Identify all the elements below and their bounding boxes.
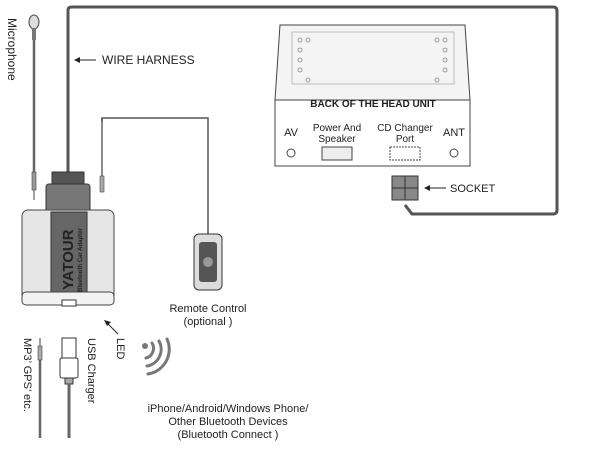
power-speaker-port-icon (321, 146, 353, 161)
bluetooth-adapter (21, 118, 115, 307)
socket-arrow-icon (424, 185, 446, 191)
led-arrow-icon (104, 320, 119, 335)
microphone-label: Microphone (5, 18, 19, 81)
device-brand-logo: YATOUR (60, 229, 77, 290)
usb-cable-icon (59, 337, 79, 438)
remote-control[interactable] (193, 233, 223, 291)
aux-cable-icon (37, 338, 43, 438)
cd-changer-label-1: CD Changer (377, 123, 433, 134)
remote-label-2: (optional ) (184, 316, 233, 328)
socket-icon (391, 175, 419, 201)
av-label: AV (284, 127, 299, 139)
socket-label: SOCKET (450, 183, 496, 195)
wireless-signal-icon (142, 337, 171, 376)
wire-harness-label: WIRE HARNESS (102, 53, 195, 67)
head-unit (274, 24, 471, 167)
bt-devices-line-2: Other Bluetooth Devices (168, 416, 288, 428)
av-port-icon (286, 148, 296, 158)
ant-label: ANT (443, 127, 465, 139)
remote-label-1: Remote Control (169, 303, 246, 315)
head-unit-title: BACK OF THE HEAD UNIT (310, 99, 436, 110)
mp3-label: MP3’ GPS’ etc. (21, 338, 33, 412)
microphone-icon (28, 14, 40, 200)
device-subtitle: Bluetooth Car Adapter (78, 228, 84, 292)
usb-charger-label: USB Charger (85, 338, 97, 404)
cd-changer-label-2: Port (396, 134, 415, 145)
usb-port-icon (61, 299, 77, 307)
led-label: LED (114, 338, 126, 359)
cd-changer-port-icon (389, 146, 421, 161)
bt-devices-line-1: iPhone/Android/Windows Phone/ (148, 403, 310, 415)
bt-devices-line-3: (Bluetooth Connect ) (178, 429, 279, 441)
ant-port-icon (449, 148, 459, 158)
power-label-1: Power And (313, 123, 361, 134)
wire-harness-arrow-icon (74, 57, 96, 63)
power-label-2: Speaker (318, 134, 356, 145)
